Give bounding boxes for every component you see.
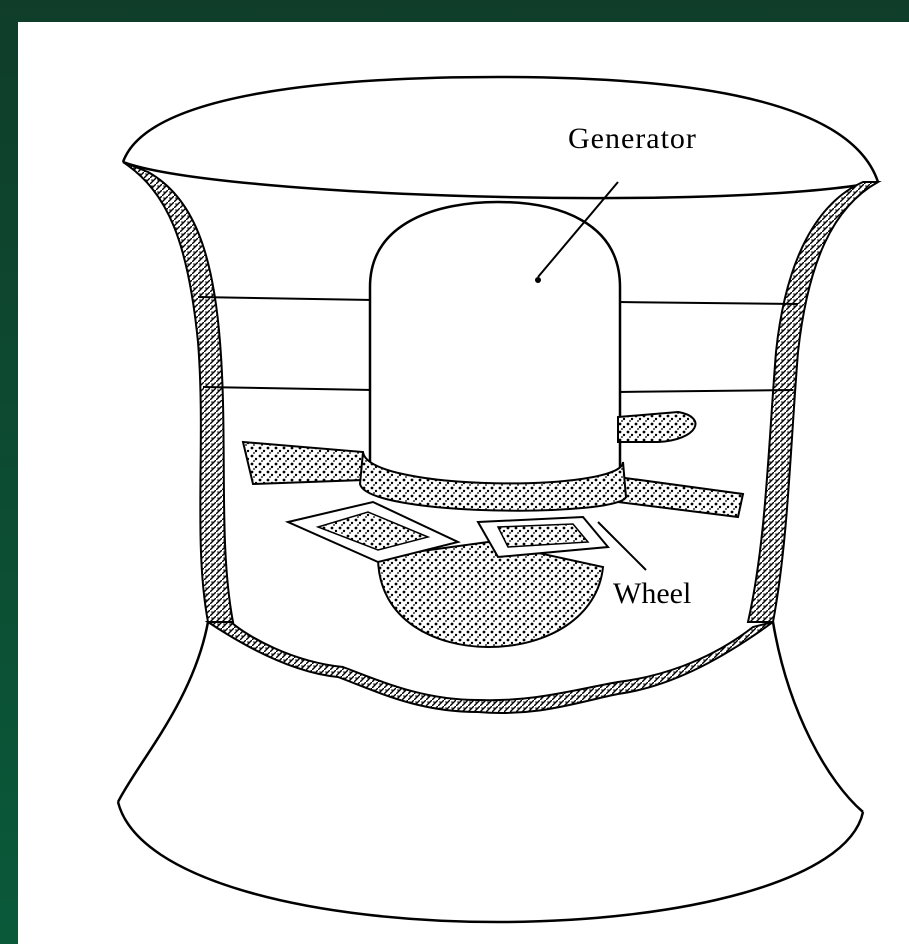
interior-line-mid-left xyxy=(203,387,373,390)
wheel-hub xyxy=(378,542,603,647)
tower-lower-right xyxy=(773,622,863,812)
tower-base xyxy=(118,802,863,922)
generator-label: Generator xyxy=(568,122,697,156)
tower-left-wall xyxy=(123,162,233,622)
tower-top-rim-front xyxy=(123,162,878,198)
tower-top-rim xyxy=(123,77,878,182)
generator-leader-dot xyxy=(535,277,541,283)
cooling-tower-turbine-diagram xyxy=(18,22,909,944)
wheel-label: Wheel xyxy=(613,577,691,611)
tower-right-wall xyxy=(748,182,878,622)
blade-right xyxy=(618,477,743,517)
interior-line-upper-left xyxy=(198,297,373,300)
generator-dome xyxy=(370,202,620,467)
interior-line-mid-right xyxy=(618,390,793,392)
blade-back-right xyxy=(618,412,695,442)
tower-lower-left xyxy=(118,622,208,802)
diagram-canvas: Generator Wheel xyxy=(18,22,909,944)
blade-left xyxy=(243,442,363,484)
interior-line-upper-right xyxy=(618,302,798,304)
wheel-blade-inner-right xyxy=(498,524,588,547)
